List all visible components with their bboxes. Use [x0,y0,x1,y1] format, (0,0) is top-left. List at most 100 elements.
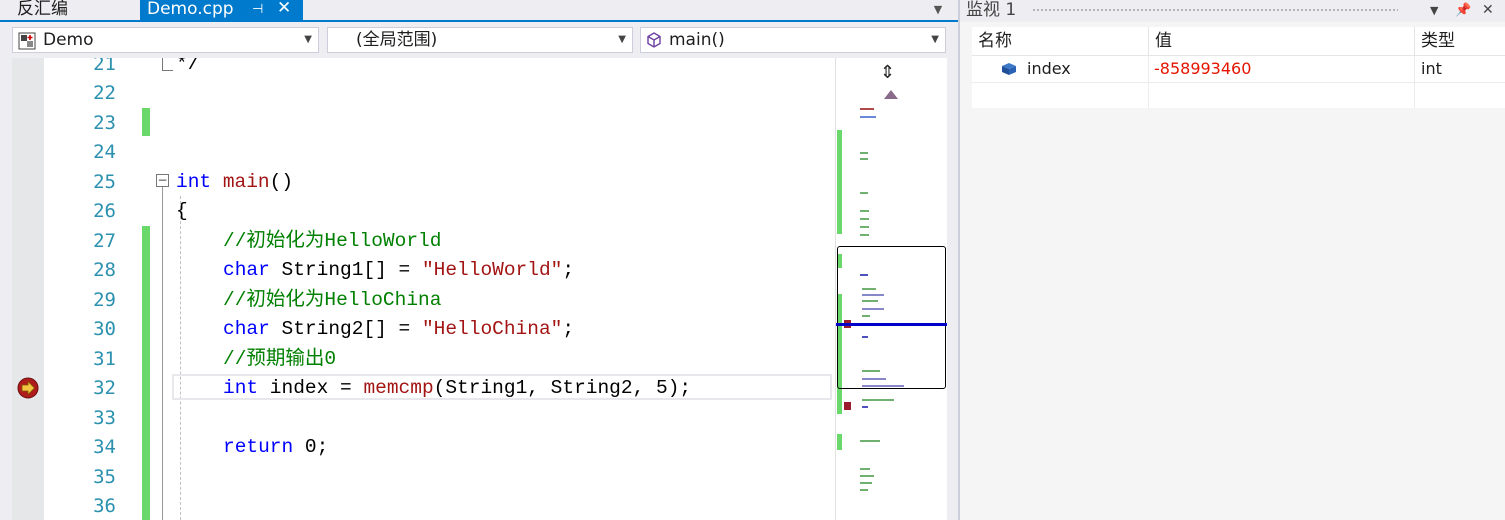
minimap-change-marker [837,294,842,414]
watch-row[interactable]: index -858993460 int [972,56,1505,83]
code-string: "HelloChina" [421,318,563,340]
tab-disassembly[interactable]: 反汇编 [17,0,68,19]
minimap-text [862,399,894,401]
current-line-highlight [172,374,832,400]
glyph-margin[interactable] [12,58,44,520]
project-combo[interactable]: Demo ▼ [12,27,319,53]
watch-row-empty[interactable] [972,83,1505,110]
minimap-text [862,385,904,387]
project-icon [18,32,36,50]
code-line-current[interactable]: int index = memcmp(String1, String2, 5); [223,376,691,400]
minimap-text [862,378,886,380]
minimap-text [860,192,868,194]
line-number: 34 [93,436,116,458]
line-number: 33 [93,407,116,429]
drag-grip[interactable] [1032,8,1398,13]
scope-combo[interactable]: (全局范围) ▼ [327,27,633,53]
minimap-text [860,152,868,154]
code-line[interactable]: char String2[] = "HelloChina"; [223,317,574,341]
code-line[interactable]: //初始化为HelloChina [223,288,441,312]
minimap-text [862,336,868,338]
function-combo[interactable]: main() ▼ [640,27,946,53]
code-keyword: char [223,259,270,281]
minimap-text [860,116,876,118]
code-line[interactable]: return 0; [223,435,328,459]
minimap-text [862,288,876,290]
watch-title-bar: 监视 1 ▼ 📌 ✕ [960,0,1505,22]
code-function: memcmp [363,377,434,399]
collapse-icon[interactable]: − [156,173,169,187]
watch-window: 监视 1 ▼ 📌 ✕ 名称 值 类型 index -858993460 int [960,0,1505,520]
minimap-text [862,406,868,408]
line-number: 30 [93,318,116,340]
navigation-bar: Demo ▼ (全局范围) ▼ main() ▼ [0,22,958,58]
code-line[interactable]: //初始化为HelloWorld [223,229,441,253]
close-icon[interactable]: ✕ [1482,2,1494,18]
code-text: 0; [293,436,329,458]
minimap-text [862,294,884,296]
watch-title: 监视 1 [966,0,1017,20]
minimap-viewport[interactable] [837,246,946,389]
watch-name-text: index [1027,59,1071,78]
minimap-text [860,482,872,484]
window-position-dropdown-icon[interactable]: ▼ [1430,4,1439,17]
code-line[interactable]: char String1[] = "HelloWorld"; [223,258,574,282]
method-cube-icon [647,32,661,48]
line-number: 25 [93,171,116,193]
pin-icon[interactable]: ⊣ [252,2,264,17]
code-line[interactable]: int main() [176,170,293,194]
minimap-scrollbar[interactable]: ⇕ [835,58,948,520]
minimap-change-marker [837,130,842,234]
watch-cell-value[interactable]: -858993460 [1149,56,1415,82]
code-comment: //预期输出0 [223,348,337,370]
split-window-icon[interactable]: ⇕ [880,62,896,83]
minimap-text [860,226,869,228]
minimap-text [860,440,880,442]
code-editor[interactable]: − 21 22 23 24 25 26 27 28 29 30 31 32 33… [12,58,835,520]
line-number: 29 [93,289,116,311]
minimap-text [860,158,868,160]
panel-splitter[interactable] [958,0,960,520]
fold-end-marker [162,58,173,71]
column-header-value[interactable]: 值 [1149,27,1415,55]
tab-demo-cpp[interactable]: Demo.cpp ⊣ ✕ [140,0,303,20]
close-icon[interactable]: ✕ [277,0,292,18]
code-text: ; [562,318,575,340]
watch-cell-value[interactable] [1149,83,1415,109]
line-number: 21 [93,58,116,75]
chevron-down-icon: ▼ [618,34,626,45]
code-text: String2[] = [269,318,422,340]
code-text: String1[] = [269,259,422,281]
change-marker [142,108,150,136]
code-keyword: return [223,436,294,458]
line-number: 35 [93,466,116,488]
project-name: Demo [43,30,94,50]
column-header-type[interactable]: 类型 [1421,31,1455,51]
auto-hide-pin-icon[interactable]: 📌 [1455,3,1472,18]
scroll-up-icon[interactable] [884,90,898,99]
minimap-change-marker [837,254,842,268]
line-number: 31 [93,348,116,370]
tab-label: Demo.cpp [147,0,234,19]
code-line[interactable]: */ [176,58,199,76]
line-number: 23 [93,112,116,134]
minimap-change-marker [837,434,842,450]
minimap-text [862,308,884,310]
column-header-name[interactable]: 名称 [972,27,1149,55]
minimap-text [860,218,869,220]
tab-list-dropdown-icon[interactable]: ▼ [933,3,943,16]
minimap-text [860,475,874,477]
minimap-text [862,370,880,372]
line-number: 22 [93,82,116,104]
line-number: 32 [93,377,116,399]
watch-column-header: 名称 值 类型 [972,27,1505,56]
line-number: 26 [93,200,116,222]
indent-guide [180,196,181,520]
fold-line [162,187,163,520]
line-number: 28 [93,259,116,281]
code-line[interactable]: //预期输出0 [223,347,336,371]
watch-cell-name[interactable]: index [972,56,1149,82]
watch-cell-name[interactable] [972,83,1149,109]
breakpoint-current-statement-icon[interactable] [16,376,40,400]
code-line[interactable]: { [176,199,188,223]
